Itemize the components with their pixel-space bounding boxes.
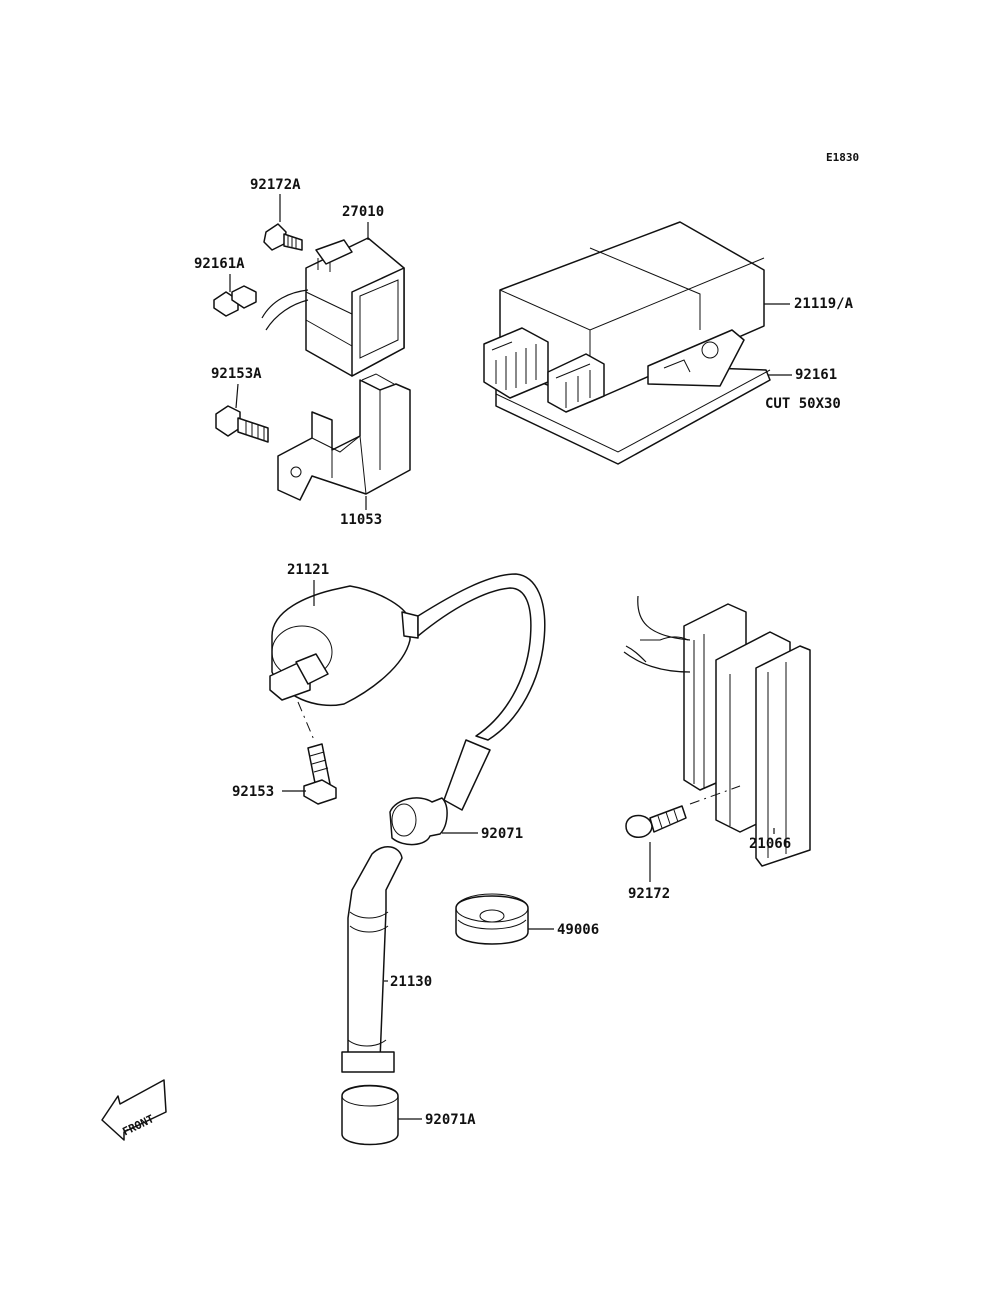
boot-92071 bbox=[389, 797, 448, 846]
label-21066: 21066 bbox=[749, 836, 791, 852]
label-92172A: 92172A bbox=[250, 177, 301, 193]
bolt-92172A bbox=[263, 223, 303, 251]
label-92153: 92153 bbox=[232, 784, 274, 800]
cdi-unit-21119A bbox=[483, 221, 765, 413]
regulator-21066 bbox=[623, 595, 811, 867]
plug-cap-21130 bbox=[341, 846, 403, 1073]
grommet-49006 bbox=[455, 893, 529, 945]
label-92172: 92172 bbox=[628, 886, 670, 902]
front-arrow-icon: FRONT bbox=[101, 1079, 167, 1141]
label-21119A: 21119/A bbox=[794, 296, 854, 312]
relay-27010 bbox=[261, 237, 405, 377]
label-92161: 92161 bbox=[795, 367, 837, 383]
label-92153A: 92153A bbox=[211, 366, 262, 382]
label-21130: 21130 bbox=[390, 974, 432, 990]
label-27010: 27010 bbox=[342, 204, 384, 220]
bolt-92153A bbox=[215, 405, 269, 443]
label-92161A: 92161A bbox=[194, 256, 245, 272]
bolt-92153 bbox=[303, 743, 337, 805]
bracket-11053 bbox=[277, 373, 411, 501]
terminal-92161A bbox=[213, 285, 257, 317]
label-21121: 21121 bbox=[287, 562, 329, 578]
label-11053: 11053 bbox=[340, 512, 382, 528]
cover-92071A bbox=[341, 1084, 399, 1146]
cut-note: CUT 50X30 bbox=[765, 396, 841, 412]
label-92071: 92071 bbox=[481, 826, 523, 842]
label-49006: 49006 bbox=[557, 922, 599, 938]
diagram-code: E1830 bbox=[826, 151, 859, 164]
bolt-92172 bbox=[625, 805, 687, 838]
label-92071A: 92071A bbox=[425, 1112, 476, 1128]
ignition-coil-21121 bbox=[269, 573, 546, 811]
